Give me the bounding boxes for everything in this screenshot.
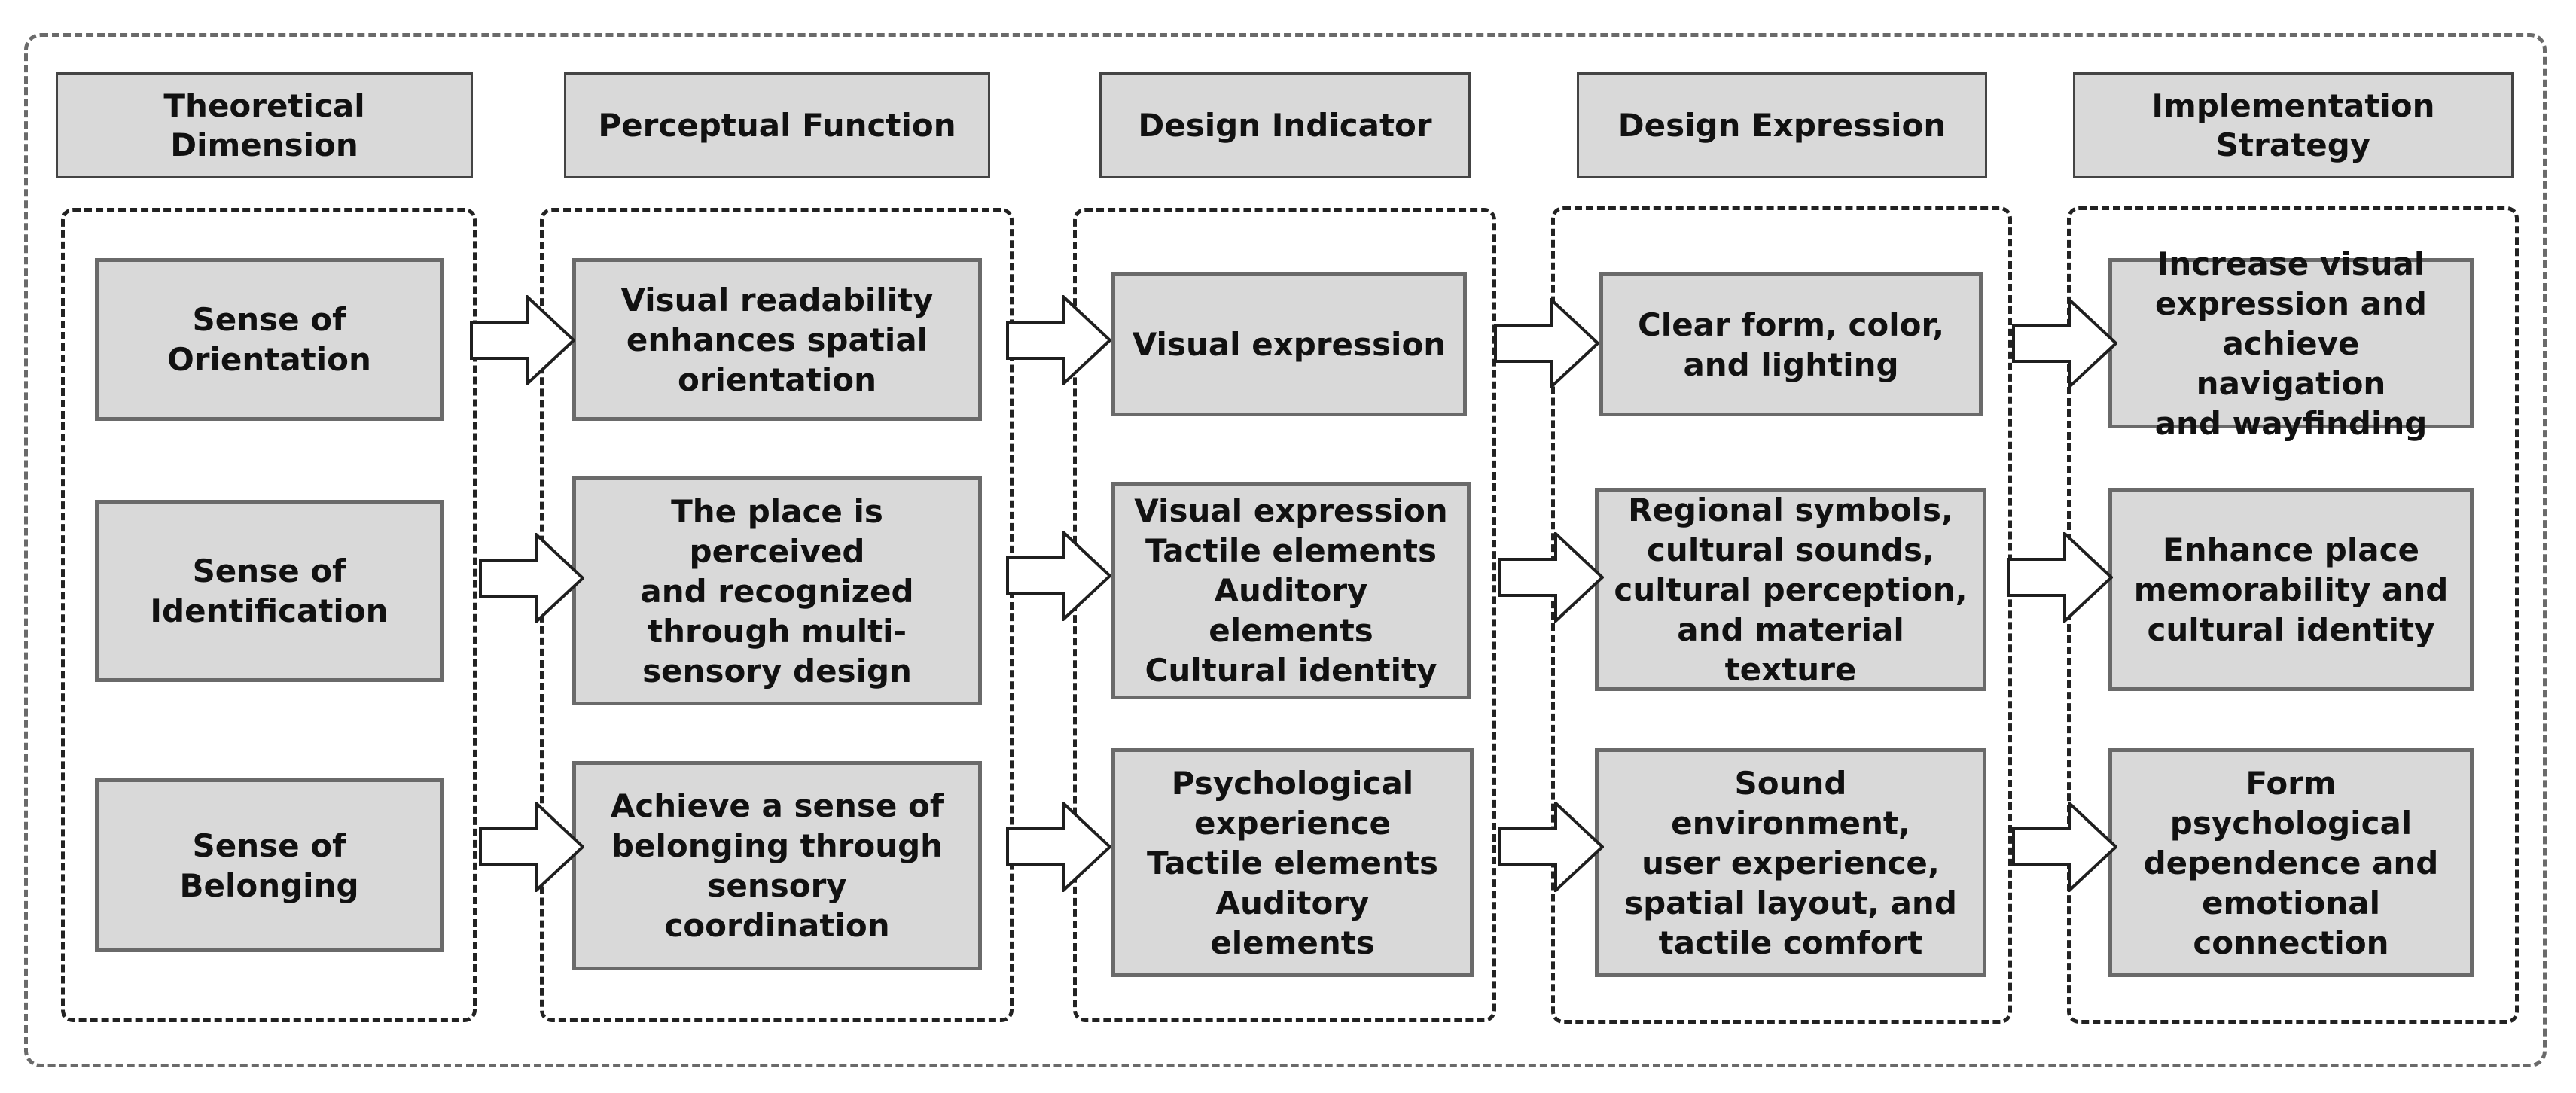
arrow-right-icon [2007, 532, 2113, 623]
arrow-right-icon [1006, 802, 1111, 892]
box-sense-of-belonging: Sense of Belonging [95, 778, 444, 952]
box-sense-of-identification: Sense of Identification [95, 500, 444, 682]
box-sense-of-orientation: Sense of Orientation [95, 258, 444, 421]
arrow-right-icon [470, 295, 575, 385]
box-clear-form-color: Clear form, color, and lighting [1599, 272, 1983, 416]
arrow-right-icon [1494, 298, 1599, 388]
header-implementation-strategy: Implementation Strategy [2073, 72, 2514, 178]
arrow-right-icon [2012, 802, 2117, 892]
arrow-right-icon [479, 533, 584, 623]
box-increase-visual-expression: Increase visual expression and achieve n… [2108, 245, 2474, 442]
arrow-right-icon [1498, 532, 1604, 623]
header-theoretical-dimension: Theoretical Dimension [56, 72, 473, 178]
column-frame-theoretical [61, 208, 477, 1022]
arrow-right-icon [479, 802, 584, 892]
box-place-perceived: The place is perceived and recognized th… [572, 476, 982, 705]
arrow-right-icon [2012, 298, 2117, 388]
header-design-expression: Design Expression [1577, 72, 1987, 178]
box-psychological-experience: Psychological experience Tactile element… [1111, 748, 1474, 977]
box-regional-symbols: Regional symbols, cultural sounds, cultu… [1595, 488, 1986, 691]
column-frame-expression [1551, 206, 2012, 1024]
arrow-right-icon [1498, 802, 1604, 892]
outer-frame [24, 33, 2547, 1067]
arrow-right-icon [1006, 531, 1111, 621]
box-visual-expression: Visual expression [1111, 272, 1467, 416]
box-sound-environment: Sound environment, user experience, spat… [1595, 748, 1986, 977]
box-sense-of-belonging-coordination: Achieve a sense of belonging through sen… [572, 761, 982, 970]
header-design-indicator: Design Indicator [1099, 72, 1471, 178]
box-visual-tactile-auditory-cultural: Visual expression Tactile elements Audit… [1111, 482, 1471, 699]
header-perceptual-function: Perceptual Function [564, 72, 990, 178]
box-visual-readability: Visual readability enhances spatial orie… [572, 258, 982, 421]
box-enhance-place-memorability: Enhance place memorability and cultural … [2108, 488, 2474, 691]
arrow-right-icon [1006, 295, 1111, 385]
column-frame-indicator [1073, 208, 1496, 1022]
box-form-psychological-dependence: Form psychological dependence and emotio… [2108, 748, 2474, 977]
